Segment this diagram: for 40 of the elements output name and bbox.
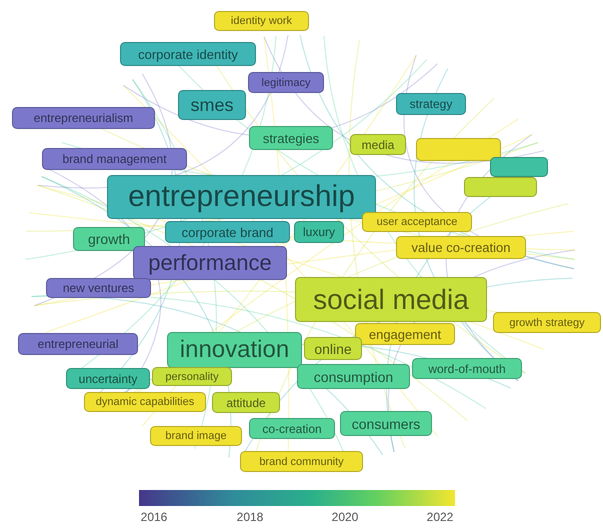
scale-tick-label: 2020	[332, 510, 358, 524]
keyword-label: co-creation	[249, 418, 335, 439]
keyword-label: consumption	[297, 364, 410, 389]
keyword-label: strategy	[396, 93, 466, 115]
keyword-label: new ventures	[46, 278, 151, 298]
keyword-label: smes	[178, 90, 246, 120]
keyword-label: legitimacy	[248, 72, 324, 93]
keyword-label: online	[304, 337, 362, 360]
keyword-label: growth	[73, 227, 145, 251]
keyword-label: innovation	[167, 332, 302, 368]
keyword-label: corporate identity	[120, 42, 256, 66]
keyword-label: corporate brand	[165, 221, 290, 243]
keyword-label: personality	[152, 367, 232, 386]
keyword-label: entrepreneurial	[18, 333, 138, 355]
keyword-label: attitude	[212, 392, 280, 413]
keyword-label: user acceptance	[362, 212, 472, 232]
keyword-label: entrepreneurship	[107, 175, 376, 219]
keyword-label: word-of-mouth	[412, 358, 522, 379]
keyword-box	[464, 177, 537, 197]
keyword-label: luxury	[294, 221, 344, 243]
keyword-label: brand community	[240, 451, 363, 472]
keyword-label: growth strategy	[493, 312, 601, 333]
keyword-label: strategies	[249, 126, 333, 150]
keyword-label: brand management	[42, 148, 187, 170]
keyword-label: brand image	[150, 426, 242, 446]
keyword-label: media	[350, 134, 406, 155]
scale-tick-label: 2022	[426, 510, 454, 524]
keyword-label: performance	[133, 246, 287, 280]
keyword-label: engagement	[355, 323, 455, 345]
keyword-label: consumers	[340, 411, 432, 436]
keyword-label: social media	[295, 277, 487, 322]
keyword-label: dynamic capabilities	[84, 392, 206, 412]
keyword-label: identity work	[214, 11, 309, 31]
scale-tick-label: 2018	[236, 510, 264, 524]
keyword-label: uncertainty	[66, 368, 150, 389]
keyword-label: entrepreneurialism	[12, 107, 155, 129]
keyword-label: value co-creation	[396, 236, 526, 259]
scale-tick-label: 2016	[140, 510, 168, 524]
keyword-box	[416, 138, 501, 161]
keyword-box	[490, 157, 548, 177]
